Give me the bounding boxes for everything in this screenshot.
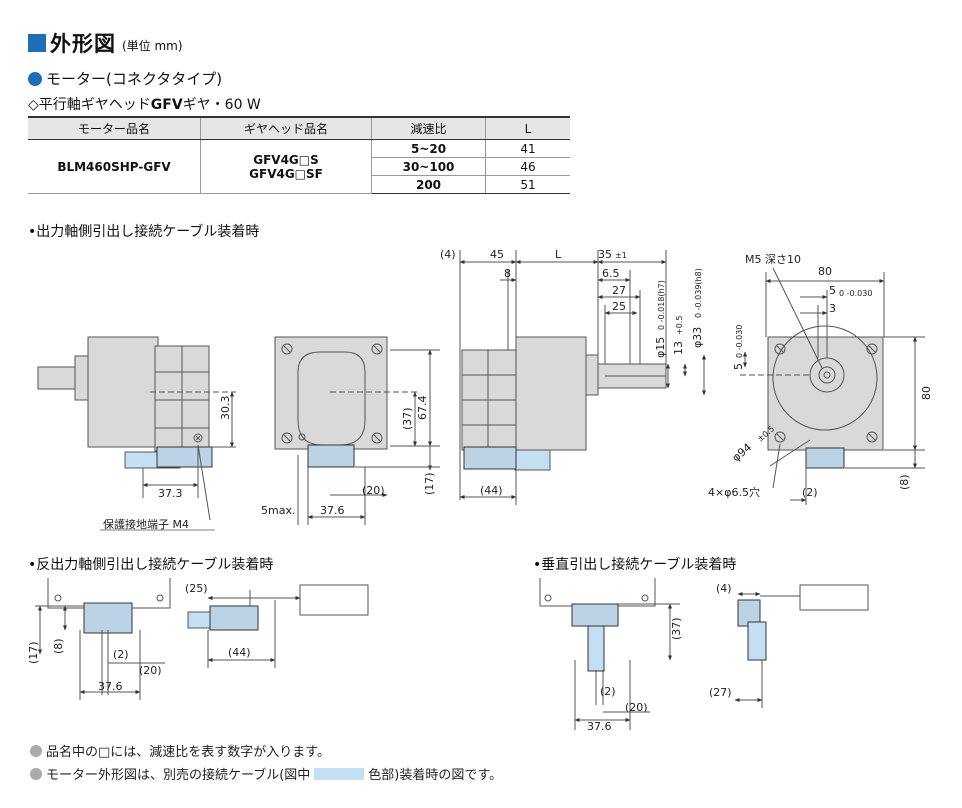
note-2-text-b: 色部)装着時の図です。 xyxy=(368,768,503,783)
dim-phi94: φ94 xyxy=(730,441,755,465)
dim-37: (37) xyxy=(401,407,414,430)
dim-vert-4: (4) xyxy=(716,582,732,595)
dim-phi15-tol: 0 -0.018(h7) xyxy=(657,280,666,330)
dim-20: (20) xyxy=(362,484,385,497)
dim-5-tol: 0 -0.030 xyxy=(839,289,872,298)
gear-suffix: ギヤ・60 W xyxy=(182,97,261,113)
dim-13-tol: +0.5 xyxy=(675,316,684,335)
dim-5max: 5max. xyxy=(261,504,295,517)
dim-vert-20: (20) xyxy=(625,701,648,714)
gear-bold: GFV xyxy=(150,97,183,113)
dim-30-3: 30.3 xyxy=(219,396,232,421)
dim-13: 13 xyxy=(672,341,685,355)
note-2: モーター外形図は、別売の接続ケーブル(図中 色部)装着時の図です。 xyxy=(30,764,502,783)
spec-table: モーター品名 ギヤヘッド品名 減速比 L BLM460SHP-GFV GFV4G… xyxy=(28,116,570,194)
caption-opposite-side: •反出力軸側引出し接続ケーブル装着時 xyxy=(28,557,274,573)
caption-vertical: •垂直引出し接続ケーブル装着時 xyxy=(533,557,737,573)
dim-opp-2: (2) xyxy=(113,648,129,661)
dim-vert-37: (37) xyxy=(670,617,683,640)
view-output-side xyxy=(37,336,236,531)
dim-80: 80 xyxy=(818,265,832,278)
dim-opp-8: (8) xyxy=(52,638,65,654)
dim-80v: 80 xyxy=(920,386,933,400)
motor-name-cell: BLM460SHP-GFV xyxy=(28,139,201,194)
dim-5: 5 xyxy=(829,284,836,297)
gear-name-cell: GFV4G□S GFV4G□SF xyxy=(200,139,372,194)
caption-output-side: •出力軸側引出し接続ケーブル装着時 xyxy=(28,224,260,240)
header-gear: ギヤヘッド品名 xyxy=(200,116,372,140)
note-bullet-icon xyxy=(30,744,42,757)
note-bullet-icon xyxy=(30,767,42,780)
note-1-text: 品名中の□には、減速比を表す数字が入ります。 xyxy=(46,745,330,760)
title-text: 外形図 xyxy=(50,32,116,56)
dim-phi33: φ33 xyxy=(691,327,704,348)
dim-27: 27 xyxy=(612,284,626,297)
gear-heading: ◇平行軸ギヤヘッドGFVギヤ・60 W xyxy=(28,94,261,114)
header-ratio: 減速比 xyxy=(371,116,486,140)
dim-4: (4) xyxy=(440,248,456,261)
ratio-cell: 5~20 xyxy=(371,139,486,158)
gear-name-2: GFV4G□SF xyxy=(249,166,323,181)
dim-opp-20: (20) xyxy=(139,664,162,677)
cable-color-swatch xyxy=(314,767,365,780)
dim-2: (2) xyxy=(802,486,818,499)
dim-holes: 4×φ6.5穴 xyxy=(708,485,760,499)
dim-opp-17: (17) xyxy=(27,641,40,664)
dim-phi33-tol: 0 -0.039(h8) xyxy=(694,268,703,318)
dim-vert-2: (2) xyxy=(600,685,616,698)
dim-37-3: 37.3 xyxy=(158,487,183,500)
ratio-cell: 200 xyxy=(371,175,486,194)
view-side-shaft xyxy=(459,250,706,505)
L-cell: 41 xyxy=(485,139,570,158)
view-vertical-front xyxy=(539,578,680,730)
motor-type-heading: モーター(コネクタタイプ) xyxy=(28,68,222,89)
dim-3: 3 xyxy=(829,302,836,315)
dim-terminal: 保護接地端子 M4 xyxy=(103,517,189,531)
dim-vert-37-6: 37.6 xyxy=(587,720,612,733)
note-2-text-a: モーター外形図は、別売の接続ケーブル(図中 xyxy=(46,768,311,783)
view-vertical-side xyxy=(734,584,869,708)
dim-8: (8) xyxy=(898,474,911,490)
dim-8: 8 xyxy=(504,267,511,280)
unit-label: (単位 mm) xyxy=(122,38,183,53)
dim-44: (44) xyxy=(480,484,503,497)
dim-45: 45 xyxy=(490,248,504,261)
gear-name-1: GFV4G□S xyxy=(253,152,319,167)
view-shaft-end xyxy=(740,267,925,505)
dim-67-4: 67.4 xyxy=(416,396,429,421)
dim-25: 25 xyxy=(612,300,626,313)
view-front xyxy=(274,336,440,525)
dim-phi15: φ15 xyxy=(654,337,667,358)
bullet-circle-icon xyxy=(28,71,42,86)
view-opposite-front xyxy=(35,578,171,700)
header-motor: モーター品名 xyxy=(28,116,201,140)
L-cell: 46 xyxy=(485,157,570,176)
page-title: 外形図 (単位 mm) xyxy=(28,28,183,58)
dim-vert-27: (27) xyxy=(709,686,732,699)
dim-35-tol: ±1 xyxy=(615,251,627,260)
dim-35: 35 xyxy=(598,248,612,261)
motor-type-text: モーター(コネクタタイプ) xyxy=(46,70,223,88)
dim-5v-tol: 0 -0.030 xyxy=(735,325,744,358)
ratio-cell: 30~100 xyxy=(371,157,486,176)
dim-L: L xyxy=(555,248,562,261)
dim-m5: M5 深さ10 xyxy=(745,253,801,266)
dim-5v: 5 xyxy=(732,363,745,370)
L-cell: 51 xyxy=(485,175,570,194)
gear-prefix: ◇平行軸ギヤヘッド xyxy=(28,97,151,113)
dim-6-5: 6.5 xyxy=(602,267,620,280)
view-opposite-side xyxy=(187,584,369,668)
dim-opp-25: (25) xyxy=(185,582,208,595)
dim-opp-44: (44) xyxy=(228,646,251,659)
dim-37-6: 37.6 xyxy=(320,504,345,517)
dim-17: (17) xyxy=(423,472,436,495)
title-square-icon xyxy=(28,34,46,52)
dim-opp-37-6: 37.6 xyxy=(98,680,123,693)
header-L: L xyxy=(485,116,570,140)
note-1: 品名中の□には、減速比を表す数字が入ります。 xyxy=(30,741,330,760)
